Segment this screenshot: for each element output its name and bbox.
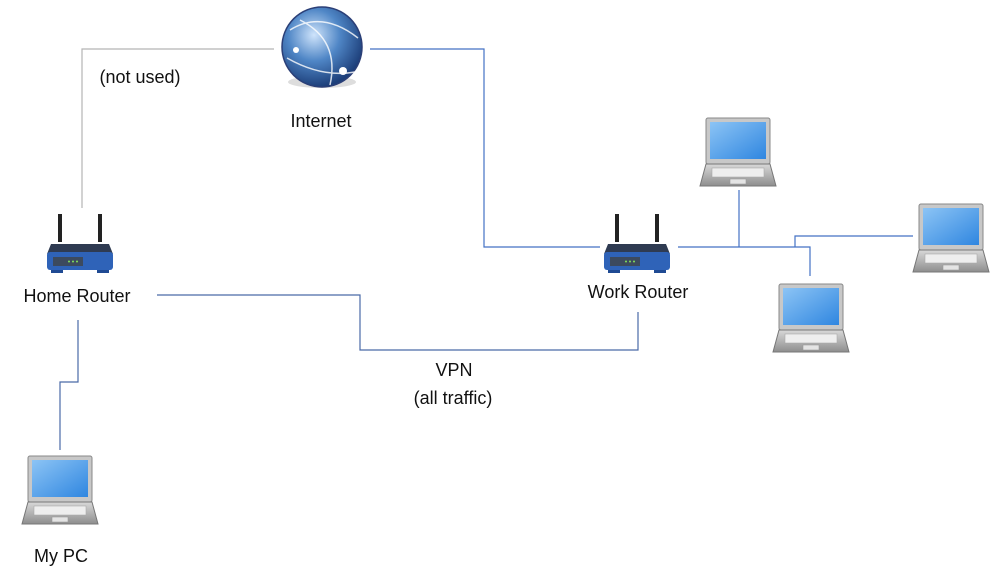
my-pc-label: My PC (34, 546, 88, 566)
vpn-link (157, 294, 639, 351)
vpn-label: VPN (435, 360, 473, 380)
home-router-icon (47, 214, 113, 273)
internet-work-link (370, 48, 600, 248)
home-router-label: Home Router (23, 286, 131, 306)
globe-icon (281, 6, 363, 88)
work-lan-bus (678, 246, 811, 276)
my-pc-laptop-icon (21, 455, 99, 525)
work-laptop-icon (772, 283, 850, 353)
not-used-link (81, 48, 274, 208)
home-pc-link (59, 320, 79, 450)
work-laptop2-link (794, 235, 913, 247)
work-router-label: Work Router (587, 282, 689, 302)
work-router-icon (604, 214, 670, 273)
internet-label: Internet (290, 111, 352, 131)
not-used-label: (not used) (99, 67, 181, 87)
work-laptop-icon (699, 117, 777, 187)
work-laptop-icon (912, 203, 990, 273)
vpn-sublabel: (all traffic) (413, 388, 493, 408)
